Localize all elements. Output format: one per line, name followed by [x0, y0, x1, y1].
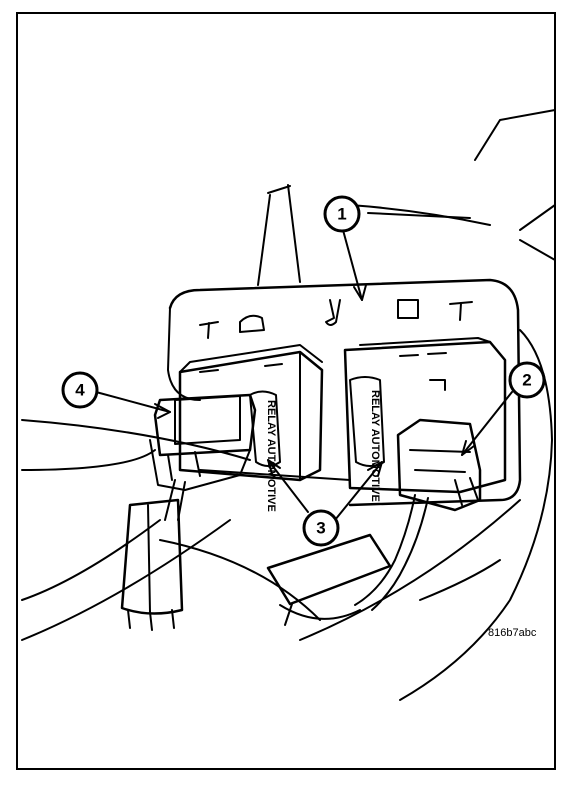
right-relay: [343, 337, 507, 494]
right-relay-text: RELAY AUTOMOTIVE: [369, 390, 381, 502]
callout-3: 3: [302, 509, 340, 547]
callout-1-number: 1: [337, 205, 346, 224]
figure-id: 816b7abc: [488, 627, 537, 639]
callout-4: 4: [61, 371, 99, 409]
relay-bracket: [167, 278, 522, 507]
leader-lines: [95, 212, 513, 521]
callout-2: 2: [508, 361, 546, 399]
callout-2-number: 2: [522, 371, 531, 390]
right-connector: [266, 418, 482, 626]
callout-4-number: 4: [75, 381, 85, 400]
left-relay: [178, 344, 324, 482]
relay-labels: RELAY AUTOMOTIVE RELAY AUTOMOTIVE: [265, 390, 381, 512]
callout-1: 1: [323, 195, 361, 233]
callout-3-number: 3: [316, 519, 325, 538]
figure-frame: [16, 12, 556, 770]
left-relay-text: RELAY AUTOMOTIVE: [265, 400, 277, 512]
left-connector: [120, 393, 257, 631]
